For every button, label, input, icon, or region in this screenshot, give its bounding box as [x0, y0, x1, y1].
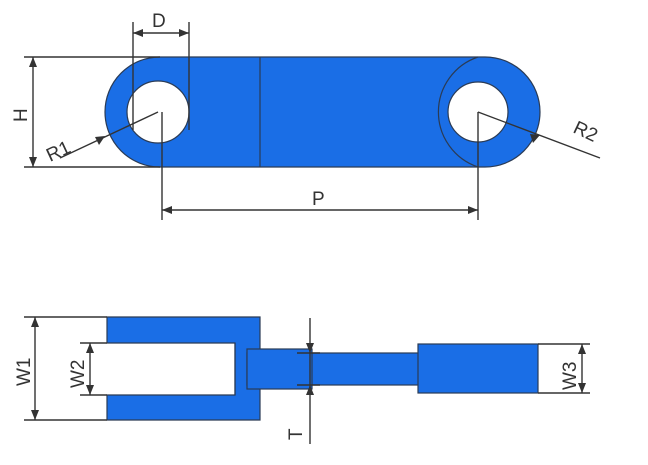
dimension-w3: W3 [538, 343, 590, 394]
label-w2: W2 [68, 360, 89, 389]
dimension-t: T [286, 318, 320, 444]
label-w1: W1 [14, 358, 35, 387]
tongue-end [417, 343, 539, 394]
link-plan-view [106, 316, 539, 421]
label-t: T [286, 428, 307, 440]
label-p: P [312, 189, 325, 210]
dimension-p: P [162, 189, 478, 214]
label-w3: W3 [560, 362, 581, 391]
plate-inner-arc [437, 56, 479, 168]
dimension-w2: W2 [68, 342, 107, 396]
label-d: D [152, 11, 166, 32]
shank-collar [246, 348, 313, 390]
label-h: H [11, 108, 32, 122]
fork-end [106, 316, 261, 421]
dimension-h: H [11, 56, 160, 168]
dimension-d: D [132, 11, 190, 130]
link-plate-body [104, 56, 541, 168]
label-r2: R2 [570, 117, 601, 146]
link-plate-top-view [104, 56, 541, 168]
label-r1: R1 [43, 137, 74, 166]
dimension-w1: W1 [14, 316, 107, 421]
